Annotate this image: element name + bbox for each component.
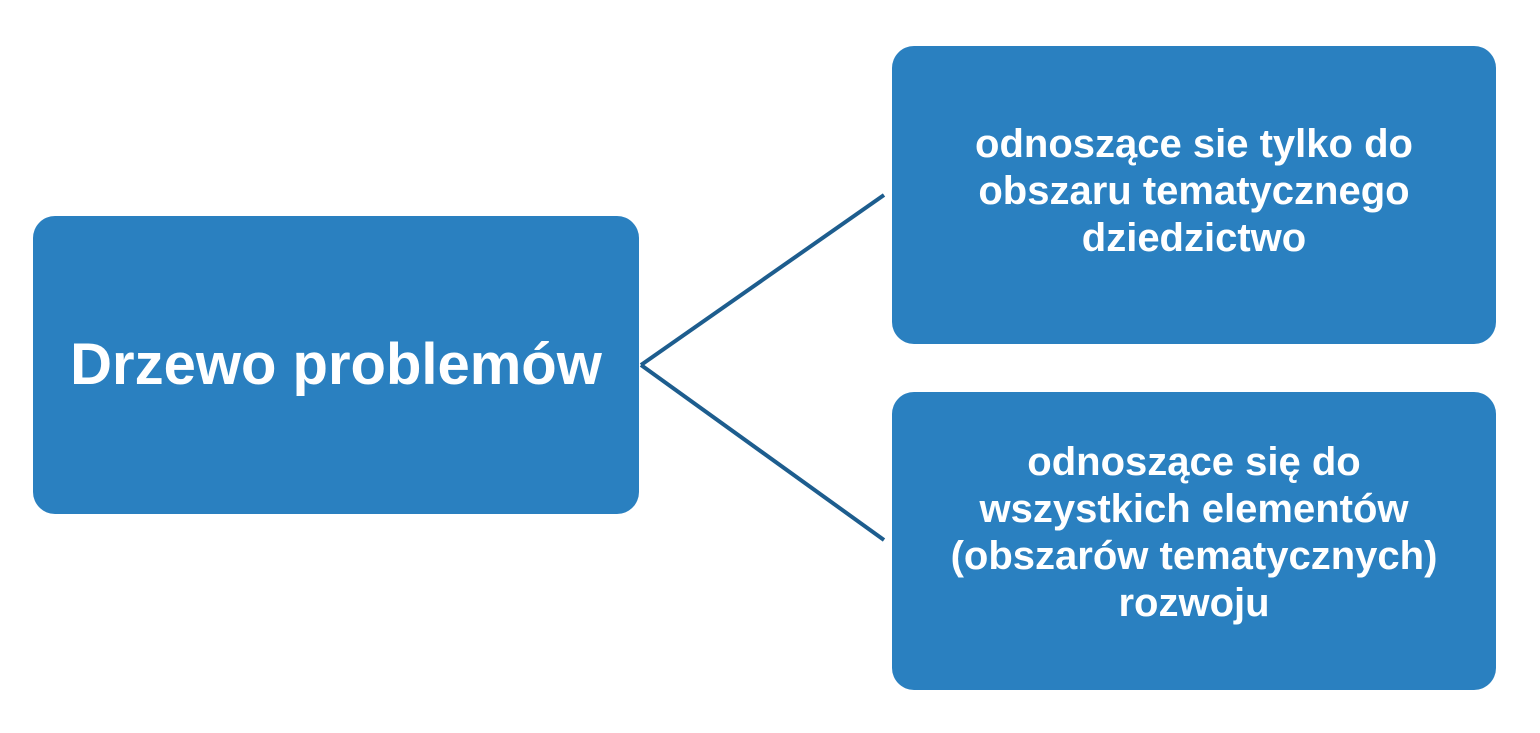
child-node-heritage-label: odnoszące sie tylko do obszaru tematyczn… (975, 122, 1413, 260)
child-node-all-elements: odnoszące się do wszystkich elementów (o… (892, 392, 1496, 690)
connector-line-bottom (639, 363, 886, 542)
root-node-label: Drzewo problemów (70, 332, 602, 398)
child-node-heritage: odnoszące sie tylko do obszaru tematyczn… (892, 46, 1496, 344)
root-node: Drzewo problemów (33, 216, 639, 514)
child-node-all-elements-label: odnoszące się do wszystkich elementów (o… (950, 440, 1438, 625)
connector-line-top (639, 193, 886, 367)
